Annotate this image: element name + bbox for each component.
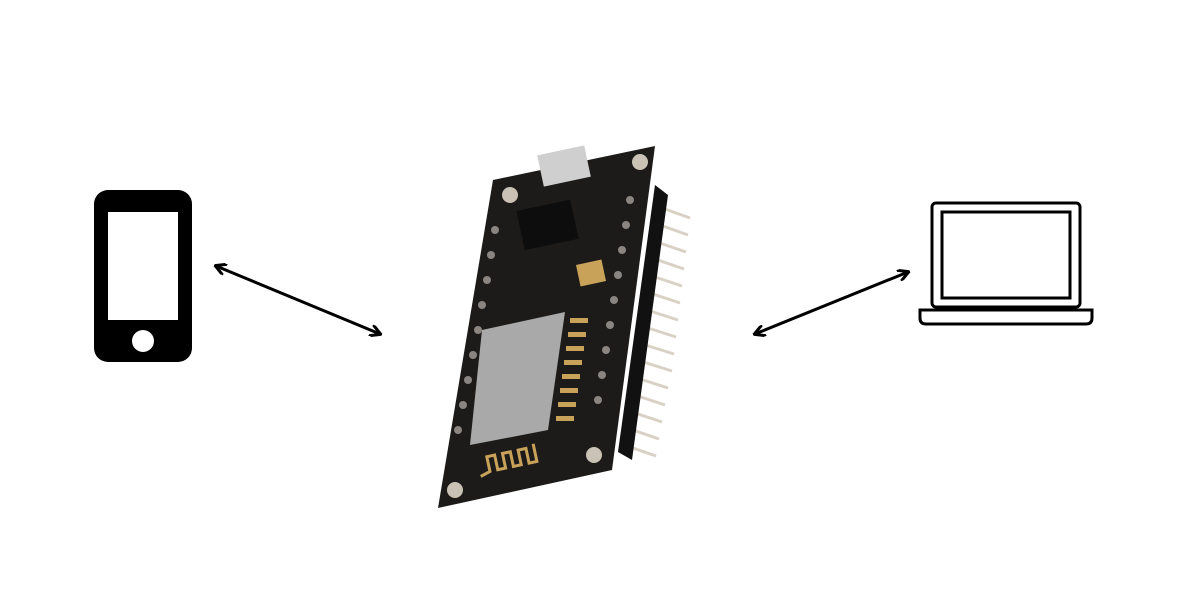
smartphone-icon <box>94 190 192 362</box>
arrow-phone-board <box>216 266 380 334</box>
arrow-board-laptop <box>755 272 908 334</box>
laptop-icon <box>918 201 1094 326</box>
esp8266-board-image <box>438 145 691 508</box>
